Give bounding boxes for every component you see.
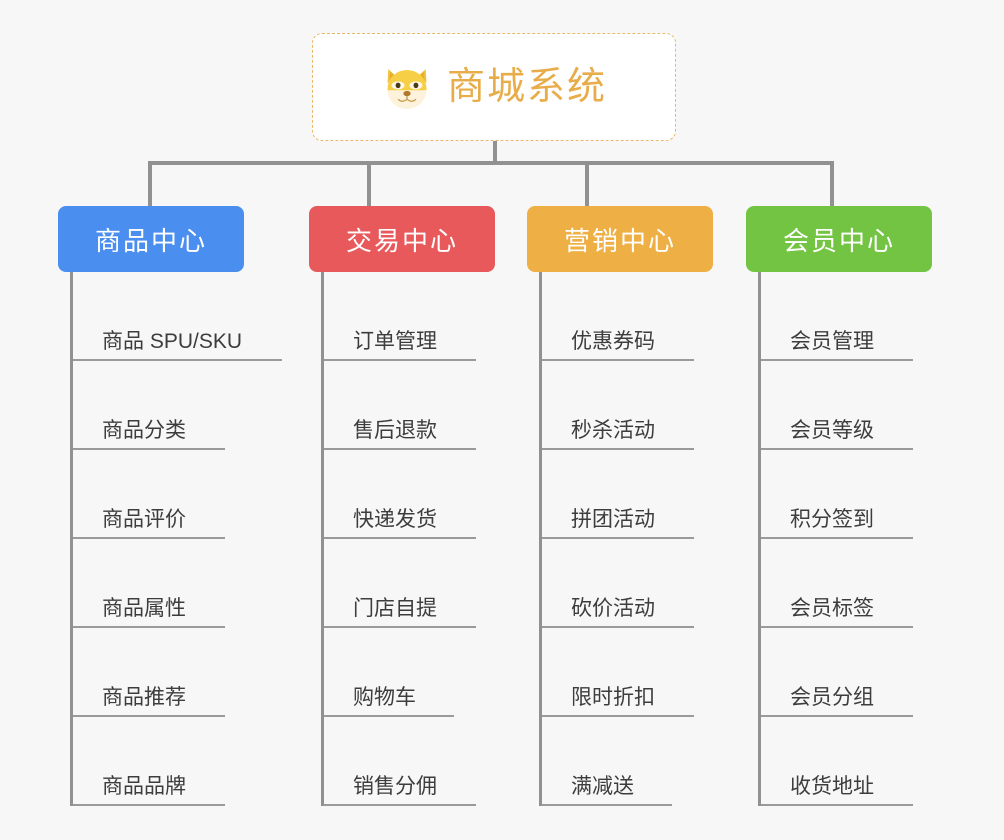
connector-horizontal-bus <box>148 161 834 165</box>
leaf-item[interactable]: 会员管理 <box>746 272 932 361</box>
connector-drop-1 <box>148 161 152 207</box>
leaf-underline <box>70 715 225 717</box>
leaf-item[interactable]: 快递发货 <box>309 450 495 539</box>
branch-trunk-2 <box>321 272 324 806</box>
leaf-item-label: 商品属性 <box>102 597 186 620</box>
leaf-underline <box>70 359 282 361</box>
category-header-2[interactable]: 交易中心 <box>309 206 495 272</box>
branch-trunk-4 <box>758 272 761 806</box>
leaf-underline <box>758 448 913 450</box>
leaf-item[interactable]: 限时折扣 <box>527 628 713 717</box>
category-header-3[interactable]: 营销中心 <box>527 206 713 272</box>
leaf-underline <box>321 715 454 717</box>
leaf-item-label: 商品评价 <box>102 508 186 531</box>
leaf-item[interactable]: 商品推荐 <box>58 628 244 717</box>
leaf-underline <box>539 359 694 361</box>
connector-drop-4 <box>830 161 834 207</box>
leaf-underline <box>539 626 694 628</box>
leaf-item-label: 拼团活动 <box>571 508 655 531</box>
category-header-1[interactable]: 商品中心 <box>58 206 244 272</box>
leaf-item-label: 门店自提 <box>353 597 437 620</box>
leaf-underline <box>70 626 225 628</box>
leaf-underline <box>758 804 913 806</box>
leaf-item-label: 收货地址 <box>790 775 874 798</box>
leaf-item[interactable]: 商品 SPU/SKU <box>58 272 282 361</box>
leaf-list-3: 优惠券码秒杀活动拼团活动砍价活动限时折扣满减送 <box>527 272 713 806</box>
leaf-item-label: 满减送 <box>571 775 634 798</box>
leaf-item-label: 会员管理 <box>790 330 874 353</box>
leaf-item[interactable]: 商品品牌 <box>58 717 244 806</box>
leaf-item-label: 商品推荐 <box>102 686 186 709</box>
leaf-item[interactable]: 商品属性 <box>58 539 244 628</box>
leaf-underline <box>758 359 913 361</box>
leaf-item[interactable]: 会员标签 <box>746 539 932 628</box>
leaf-item[interactable]: 满减送 <box>527 717 713 806</box>
leaf-item-label: 优惠券码 <box>571 330 655 353</box>
leaf-item-label: 会员等级 <box>790 419 874 442</box>
leaf-underline <box>70 537 225 539</box>
shiba-dog-face-icon <box>387 69 427 109</box>
leaf-item[interactable]: 销售分佣 <box>309 717 495 806</box>
leaf-underline <box>539 804 672 806</box>
branch-column-1: 商品中心商品 SPU/SKU 商品分类商品评价商品属性商品推荐商品品牌 <box>58 206 282 806</box>
leaf-item[interactable]: 订单管理 <box>309 272 495 361</box>
leaf-underline <box>758 626 913 628</box>
leaf-item[interactable]: 售后退款 <box>309 361 495 450</box>
connector-root-stem <box>493 141 497 164</box>
leaf-item-label: 会员标签 <box>790 597 874 620</box>
leaf-item[interactable]: 砍价活动 <box>527 539 713 628</box>
leaf-item-label: 售后退款 <box>353 419 437 442</box>
category-header-4[interactable]: 会员中心 <box>746 206 932 272</box>
leaf-item-label: 砍价活动 <box>571 597 655 620</box>
branch-trunk-3 <box>539 272 542 806</box>
leaf-item-label: 销售分佣 <box>353 775 437 798</box>
leaf-underline <box>70 448 225 450</box>
branch-trunk-1 <box>70 272 73 806</box>
root-title: 商城系统 <box>446 66 607 108</box>
leaf-item[interactable]: 秒杀活动 <box>527 361 713 450</box>
leaf-item-label: 订单管理 <box>353 330 437 353</box>
leaf-underline <box>321 804 476 806</box>
leaf-underline <box>321 448 476 450</box>
leaf-item[interactable]: 门店自提 <box>309 539 495 628</box>
leaf-underline <box>758 537 913 539</box>
connector-drop-3 <box>585 161 589 207</box>
branch-column-3: 营销中心优惠券码秒杀活动拼团活动砍价活动限时折扣满减送 <box>527 206 713 806</box>
leaf-item[interactable]: 拼团活动 <box>527 450 713 539</box>
leaf-item-label: 商品品牌 <box>102 775 186 798</box>
leaf-item[interactable]: 商品分类 <box>58 361 244 450</box>
leaf-underline <box>539 448 694 450</box>
leaf-underline <box>539 715 694 717</box>
leaf-underline <box>321 537 476 539</box>
leaf-item-label: 积分签到 <box>790 508 874 531</box>
connector-drop-2 <box>367 161 371 207</box>
branch-column-2: 交易中心订单管理售后退款快递发货门店自提购物车销售分佣 <box>309 206 495 806</box>
leaf-item-label: 快递发货 <box>353 508 437 531</box>
root-node[interactable]: 商城系统 <box>312 33 676 141</box>
leaf-item[interactable]: 会员分组 <box>746 628 932 717</box>
leaf-item-label: 商品分类 <box>102 419 186 442</box>
leaf-underline <box>758 715 913 717</box>
leaf-item-label: 购物车 <box>353 686 416 709</box>
leaf-item-label: 会员分组 <box>790 686 874 709</box>
leaf-list-2: 订单管理售后退款快递发货门店自提购物车销售分佣 <box>309 272 495 806</box>
leaf-item[interactable]: 收货地址 <box>746 717 932 806</box>
leaf-item-label: 限时折扣 <box>571 686 655 709</box>
leaf-item[interactable]: 会员等级 <box>746 361 932 450</box>
leaf-underline <box>70 804 225 806</box>
leaf-item-label: 秒杀活动 <box>571 419 655 442</box>
branch-column-4: 会员中心会员管理会员等级积分签到会员标签会员分组收货地址 <box>746 206 932 806</box>
leaf-list-1: 商品 SPU/SKU 商品分类商品评价商品属性商品推荐商品品牌 <box>58 272 282 806</box>
leaf-item[interactable]: 积分签到 <box>746 450 932 539</box>
leaf-underline <box>321 626 476 628</box>
leaf-underline <box>321 359 476 361</box>
leaf-underline <box>539 537 694 539</box>
leaf-item-label: 商品 SPU/SKU <box>102 330 243 353</box>
leaf-item[interactable]: 商品评价 <box>58 450 244 539</box>
leaf-item[interactable]: 购物车 <box>309 628 495 717</box>
leaf-item[interactable]: 优惠券码 <box>527 272 713 361</box>
leaf-list-4: 会员管理会员等级积分签到会员标签会员分组收货地址 <box>746 272 932 806</box>
